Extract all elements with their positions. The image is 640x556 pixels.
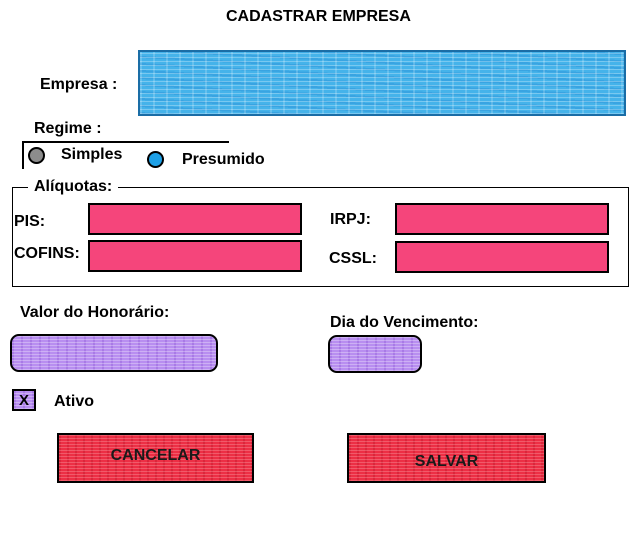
vencimento-input[interactable] bbox=[328, 335, 422, 373]
regime-frame-left bbox=[22, 141, 24, 169]
save-button[interactable]: SALVAR bbox=[347, 433, 546, 483]
vencimento-label: Dia do Vencimento: bbox=[330, 314, 479, 331]
save-button-label: SALVAR bbox=[414, 453, 479, 470]
honorario-label: Valor do Honorário: bbox=[20, 304, 170, 321]
aliquotas-label: Alíquotas: bbox=[28, 178, 119, 196]
cssl-input[interactable] bbox=[395, 241, 609, 273]
ativo-checkbox[interactable]: X bbox=[12, 389, 36, 411]
irpj-label: IRPJ: bbox=[330, 211, 371, 228]
ativo-label: Ativo bbox=[54, 393, 94, 410]
pis-input[interactable] bbox=[88, 203, 302, 235]
radio-simples[interactable] bbox=[28, 147, 45, 164]
cofins-input[interactable] bbox=[88, 240, 302, 272]
cssl-label: CSSL: bbox=[329, 250, 377, 267]
honorario-input[interactable] bbox=[10, 334, 218, 372]
radio-presumido-label: Presumido bbox=[182, 151, 265, 168]
pis-label: PIS: bbox=[14, 213, 46, 230]
aliquotas-group bbox=[12, 187, 629, 287]
cancel-button[interactable]: CANCELAR bbox=[57, 433, 254, 483]
empresa-input[interactable] bbox=[138, 50, 626, 116]
page-title: CADASTRAR EMPRESA bbox=[226, 8, 411, 25]
regime-frame-top bbox=[22, 141, 229, 143]
cofins-label: COFINS: bbox=[14, 245, 80, 262]
regime-label: Regime : bbox=[34, 120, 102, 137]
empresa-label: Empresa : bbox=[40, 76, 118, 93]
cancel-button-label: CANCELAR bbox=[110, 447, 201, 464]
check-mark-icon: X bbox=[18, 391, 29, 409]
radio-presumido[interactable] bbox=[147, 151, 164, 168]
radio-simples-label: Simples bbox=[61, 146, 123, 163]
irpj-input[interactable] bbox=[395, 203, 609, 235]
